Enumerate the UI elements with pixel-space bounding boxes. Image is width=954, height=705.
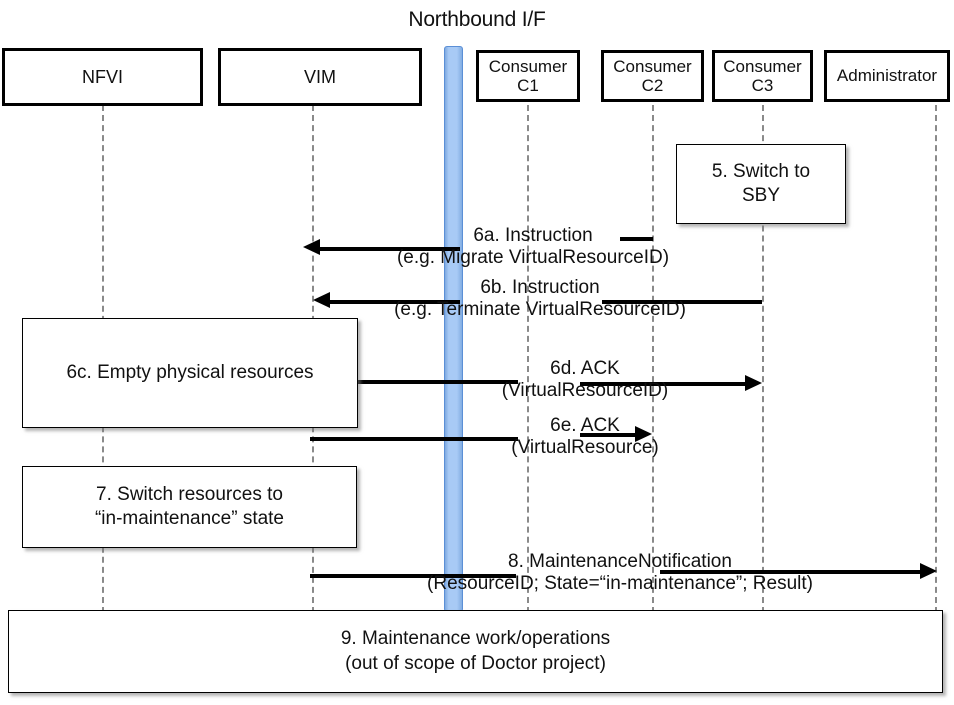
message-label-6b-line2: (e.g. Terminate VirtualResourceID) [394,298,686,320]
message-label-8: 8. MaintenanceNotification (ResourceID; … [350,551,890,594]
lifeline-c1 [527,105,529,613]
message-label-6d: 6d. ACK (VirtualResourceID) [420,358,750,401]
northbound-interface-bar [444,46,463,612]
message-label-8-line1: 8. MaintenanceNotification [508,551,732,572]
actor-label-administrator: Administrator [836,66,938,86]
arrowhead-6b [313,292,330,308]
message-label-6d-line2: (VirtualResourceID) [501,379,669,401]
message-label-6d-line1: 6d. ACK [550,358,620,379]
message-label-6b-line1: 6b. Instruction [480,277,600,298]
message-label-6a-line2: (e.g. Migrate VirtualResourceID) [396,246,670,268]
arrow-line-6d-segment-2 [580,382,746,386]
message-label-6e-line1: 6e. ACK [550,415,620,436]
message-label-6e-line2: (VirtualResource) [511,436,659,458]
arrowhead-6a [303,239,320,255]
actor-box-consumer-c3[interactable]: Consumer C3 [712,50,813,102]
arrow-line-8-segment-1 [310,574,516,578]
note-step-7-switch-resources[interactable]: 7. Switch resources to “in-maintenance” … [22,466,357,548]
note-step-6c-text: 6c. Empty physical resources [66,361,314,383]
arrow-line-6d-segment-1 [358,380,518,384]
note-step-9-text: 9. Maintenance work/operations (out of s… [340,628,611,674]
message-label-6a-line1: 6a. Instruction [473,225,593,246]
arrow-line-6b-segment-1 [328,300,460,304]
actor-box-consumer-c2[interactable]: Consumer C2 [601,50,704,102]
arrow-line-6a-segment-2 [620,237,653,241]
actor-label-vim: VIM [303,66,336,87]
message-label-6b: 6b. Instruction (e.g. Terminate VirtualR… [355,277,725,320]
lifeline-admin [935,105,937,613]
message-label-8-line2: (ResourceID; State=“in-maintenance”; Res… [427,572,813,594]
arrowhead-8 [920,563,937,579]
message-label-6a: 6a. Instruction (e.g. Migrate VirtualRes… [353,225,713,268]
note-step-6c-empty-physical-resources[interactable]: 6c. Empty physical resources [22,318,358,428]
arrow-line-6a-segment-1 [318,247,460,251]
arrowhead-6e [635,426,652,442]
actor-box-consumer-c1[interactable]: Consumer C1 [476,50,580,102]
arrow-line-6e-segment-1 [310,437,518,441]
actor-label-consumer-c3: Consumer C3 [723,56,802,95]
actor-box-nfvi[interactable]: NFVI [2,48,203,106]
note-step-7-text: 7. Switch resources to “in-maintenance” … [94,483,285,529]
lifeline-c3 [762,105,764,613]
diagram-title-text: Northbound I/F [408,8,546,31]
actor-box-vim[interactable]: VIM [218,48,422,106]
lifeline-c2 [652,105,654,613]
actor-box-administrator[interactable]: Administrator [824,50,950,102]
note-step-5-text: 5. Switch to SBY [711,160,811,206]
arrow-line-6e-segment-2 [580,433,636,437]
actor-label-nfvi: NFVI [81,66,123,87]
diagram-title: Northbound I/F [0,8,954,32]
actor-label-consumer-c1: Consumer C1 [488,56,568,95]
note-step-9-maintenance-work[interactable]: 9. Maintenance work/operations (out of s… [8,610,943,693]
message-label-6e: 6e. ACK (VirtualResource) [420,415,750,458]
arrowhead-6d [745,375,762,391]
actor-label-consumer-c2: Consumer C2 [613,56,692,95]
arrow-line-8-segment-2 [660,570,922,574]
note-step-5-switch-to-sby[interactable]: 5. Switch to SBY [676,144,846,224]
arrow-line-6b-segment-2 [602,300,762,304]
